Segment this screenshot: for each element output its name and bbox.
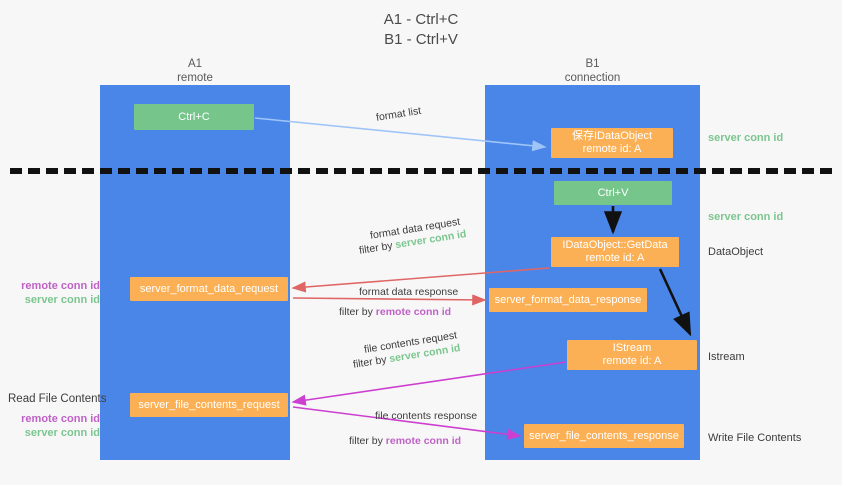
annotation-conn-ids-top: remote conn id server conn id: [8, 279, 100, 307]
node-idataobject-getdata[interactable]: IDataObject::GetData remote id: A: [551, 237, 679, 267]
arrow-getdata-to-istream: [658, 268, 692, 337]
annotation-server-conn-id-mid: server conn id: [708, 211, 784, 223]
annotation-read-file-contents: Read File Contents: [8, 393, 107, 405]
node-istream-label: IStream: [612, 342, 652, 354]
lane-a1-sublabel: remote: [177, 72, 213, 84]
node-server-file-contents-response-label: server_file_contents_response: [529, 429, 679, 442]
lane-header-a1: A1 remote: [100, 57, 290, 85]
arrow-file-contents-request: [291, 361, 567, 406]
node-server-file-contents-request[interactable]: server_file_contents_request: [130, 393, 288, 417]
edge-label-file-contents-response-filter: filter by remote conn id: [349, 434, 461, 448]
node-save-idataobject[interactable]: 保存IDataObject remote id: A: [551, 128, 673, 158]
node-server-format-data-response[interactable]: server_format_data_response: [489, 288, 647, 312]
annotation-dataobject: DataObject: [708, 246, 764, 258]
annotation-istream: Istream: [708, 351, 745, 363]
annotation-server-conn-id-top: server conn id: [708, 132, 784, 144]
phase-divider: [10, 168, 832, 174]
title-line-2: B1 - Ctrl+V: [384, 31, 458, 48]
arrow-file-contents-response: [292, 406, 522, 440]
diagram-title: A1 - Ctrl+C B1 - Ctrl+V: [0, 10, 842, 50]
node-server-format-data-response-label: server_format_data_response: [494, 293, 642, 306]
annotation-write-file-contents: Write File Contents: [708, 432, 802, 444]
title-line-1: A1 - Ctrl+C: [383, 11, 459, 28]
edge-label-file-contents-response: file contents response: [375, 409, 477, 423]
arrow-format-list: [254, 117, 547, 152]
annotation-server-conn-id-a: server conn id: [24, 294, 100, 306]
node-save-idataobject-sublabel: remote id: A: [582, 143, 642, 155]
node-istream[interactable]: IStream remote id: A: [567, 340, 697, 370]
annotation-server-conn-id-b: server conn id: [24, 427, 100, 439]
edge-label-file-contents-response-text: file contents response: [375, 410, 478, 422]
node-getdata-sublabel: remote id: A: [585, 252, 645, 264]
node-ctrl-c-label: Ctrl+C: [178, 110, 210, 123]
edge-label-format-data-response-text: format data response: [359, 286, 459, 298]
node-server-format-data-request[interactable]: server_format_data_request: [130, 277, 288, 301]
lane-header-b1: B1 connection: [485, 57, 700, 85]
node-server-file-contents-response[interactable]: server_file_contents_response: [524, 424, 684, 448]
annotation-remote-conn-id-a: remote conn id: [21, 280, 100, 292]
filter-key-remote-conn-id: remote conn id: [375, 306, 452, 318]
node-ctrl-v[interactable]: Ctrl+V: [554, 181, 672, 205]
arrow-format-data-request: [291, 267, 550, 293]
lane-b1-name: B1: [585, 58, 600, 70]
filter-key-remote-conn-id: remote conn id: [385, 435, 462, 447]
lane-a1-name: A1: [187, 58, 203, 70]
filter-prefix: filter by: [349, 435, 386, 447]
node-server-file-contents-request-label: server_file_contents_request: [138, 398, 280, 411]
node-server-format-data-request-label: server_format_data_request: [139, 282, 279, 295]
arrow-format-data-response: [292, 294, 487, 306]
filter-prefix: filter by: [339, 306, 376, 318]
node-ctrl-v-label: Ctrl+V: [597, 186, 629, 199]
lane-b1-sublabel: connection: [564, 72, 621, 84]
node-istream-sublabel: remote id: A: [602, 355, 662, 367]
node-ctrl-c[interactable]: Ctrl+C: [134, 104, 254, 130]
annotation-conn-ids-bottom: remote conn id server conn id: [8, 412, 100, 440]
annotation-remote-conn-id-b: remote conn id: [21, 413, 100, 425]
node-getdata-label: IDataObject::GetData: [562, 239, 668, 251]
edge-label-format-data-response: format data response: [359, 285, 458, 299]
edge-label-format-data-response-filter: filter by remote conn id: [339, 305, 451, 319]
node-save-idataobject-label: 保存IDataObject: [571, 130, 653, 142]
